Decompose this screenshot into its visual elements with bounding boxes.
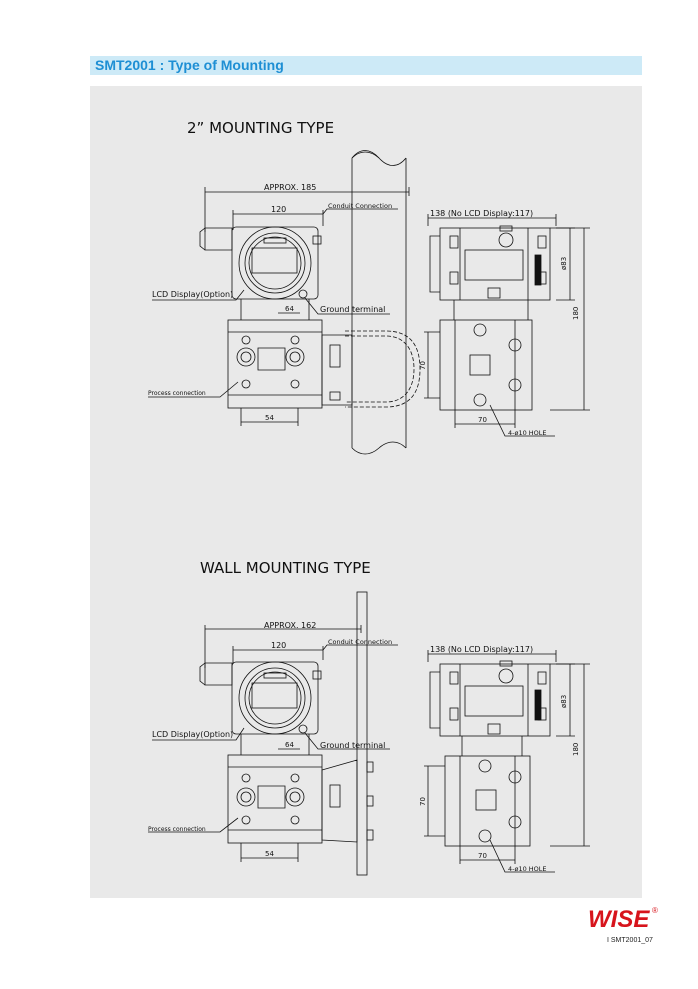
pipe-ground-label: Ground terminal <box>320 305 385 314</box>
pipe-conduit-label: Conduit Connection <box>328 202 392 210</box>
wall-mounting-title: WALL MOUNTING TYPE <box>200 559 371 577</box>
wall-mounting-drawing: WALL MOUNTING TYPE APPROX. 162 120 <box>148 559 590 876</box>
pipe-hole-label: 4-ø10 HOLE <box>508 429 547 437</box>
drawing-panel <box>90 86 642 898</box>
pipe-dim-83: ø83 <box>560 257 568 270</box>
registered-mark: ® <box>652 906 658 915</box>
pipe-dim-54: 54 <box>265 414 274 422</box>
pipe-mounting-title: 2” MOUNTING TYPE <box>187 119 334 137</box>
wise-logo: WISE ® <box>588 906 658 933</box>
wall <box>356 591 368 876</box>
pipe-dim-180: 180 <box>572 307 580 320</box>
wall-side-width: 138 (No LCD Display:117) <box>430 645 533 654</box>
pipe-process-label: Process connection <box>148 390 206 397</box>
wall-approx-dim: APPROX. 162 <box>264 621 316 630</box>
pipe-dim-70h: 70 <box>478 416 487 424</box>
pipe-dim-64: 64 <box>285 305 294 313</box>
brand-wordmark: WISE <box>588 906 650 933</box>
wall-conduit-label: Conduit Connection <box>328 638 392 646</box>
pipe-side-width: 138 (No LCD Display:117) <box>430 209 533 218</box>
pipe-transmitter-side: 138 (No LCD Display:117) ø83 180 70 70 <box>419 209 590 437</box>
wall-lcd-label: LCD Display(Option) <box>152 730 233 739</box>
pipe-approx-dim: APPROX. 185 <box>264 183 316 192</box>
pipe-dim-120: 120 <box>271 205 286 214</box>
pipe-transmitter-front <box>199 226 353 409</box>
wall-ground-label: Ground terminal <box>320 741 385 750</box>
wall-dim-83: ø83 <box>560 695 568 708</box>
section-header: SMT2001 : Type of Mounting <box>90 56 642 75</box>
wall-dim-54: 54 <box>265 850 274 858</box>
wall-dim-70h: 70 <box>478 852 487 860</box>
pipe-dim-70v: 70 <box>419 361 427 370</box>
pipe <box>351 150 407 455</box>
pipe-lcd-label: LCD Display(Option) <box>152 290 233 299</box>
wall-hole-label: 4-ø10 HOLE <box>508 865 547 873</box>
wall-dim-180: 180 <box>572 743 580 756</box>
wall-process-label: Process connection <box>148 826 206 833</box>
wall-transmitter-front <box>199 661 374 844</box>
wall-dim-70v: 70 <box>419 797 427 806</box>
wall-dim-64: 64 <box>285 741 294 749</box>
section-title: SMT2001 : Type of Mounting <box>95 57 284 73</box>
page-code: I SMT2001_07 <box>607 937 653 944</box>
wall-transmitter-side: 138 (No LCD Display:117) ø83 180 70 70 <box>419 645 590 873</box>
pipe-mounting-drawing: 2” MOUNTING TYPE APPROX. 185 120 <box>148 119 590 455</box>
wall-dim-120: 120 <box>271 641 286 650</box>
